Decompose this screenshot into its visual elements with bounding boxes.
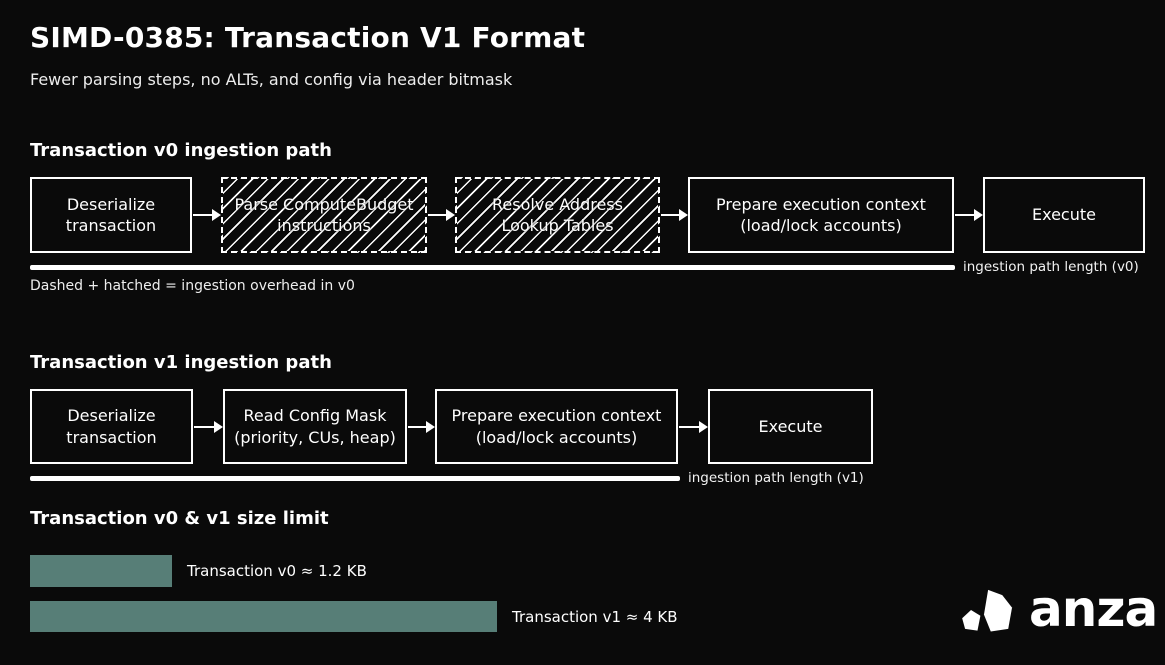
flow-step-label: Prepare execution context (load/lock acc… bbox=[451, 406, 662, 447]
v0-step-parse-computebudget: Parse ComputeBudget instructions bbox=[221, 177, 427, 253]
flow-arrow-icon bbox=[193, 389, 223, 464]
v0-step-execute: Execute bbox=[983, 177, 1145, 253]
v1-section-heading: Transaction v1 ingestion path bbox=[30, 352, 332, 373]
page-title: SIMD-0385: Transaction V1 Format bbox=[30, 21, 586, 54]
v0-flow-row: Deserialize transaction Parse ComputeBud… bbox=[30, 177, 1145, 253]
flow-step-label: Deserialize transaction bbox=[66, 406, 157, 447]
flow-arrow-icon bbox=[427, 177, 455, 253]
v1-step-deserialize: Deserialize transaction bbox=[30, 389, 193, 464]
flow-step-label: Execute bbox=[1032, 205, 1096, 225]
flow-arrow-icon bbox=[192, 177, 221, 253]
v0-step-prepare-context: Prepare execution context (load/lock acc… bbox=[688, 177, 954, 253]
flow-arrow-icon bbox=[954, 177, 983, 253]
flow-step-label: Execute bbox=[758, 416, 823, 436]
v0-path-length-label: ingestion path length (v0) bbox=[963, 259, 1139, 275]
v1-step-execute: Execute bbox=[708, 389, 873, 464]
v1-step-prepare-context: Prepare execution context (load/lock acc… bbox=[435, 389, 678, 464]
v0-path-length-ruler bbox=[30, 265, 955, 270]
v1-size-bar bbox=[30, 601, 497, 632]
flow-arrow-icon bbox=[407, 389, 435, 464]
anza-logo: anza bbox=[958, 580, 1158, 640]
v0-step-deserialize: Deserialize transaction bbox=[30, 177, 192, 253]
flow-step-label: Prepare execution context (load/lock acc… bbox=[716, 194, 926, 235]
flow-step-label: Resolve Address Lookup Tables bbox=[492, 194, 623, 235]
v1-path-length-label: ingestion path length (v1) bbox=[688, 470, 864, 486]
size-section-heading: Transaction v0 & v1 size limit bbox=[30, 508, 329, 529]
v1-step-read-config-mask: Read Config Mask (priority, CUs, heap) bbox=[223, 389, 407, 464]
v1-path-length-ruler bbox=[30, 476, 680, 481]
v1-size-bar-label: Transaction v1 ≈ 4 KB bbox=[512, 608, 678, 626]
anza-wordmark: anza bbox=[1029, 580, 1158, 638]
v0-size-bar bbox=[30, 555, 172, 587]
v0-section-heading: Transaction v0 ingestion path bbox=[30, 140, 332, 161]
flow-step-label: Deserialize transaction bbox=[65, 194, 157, 235]
flow-step-label: Parse ComputeBudget instructions bbox=[234, 194, 414, 235]
page-subtitle: Fewer parsing steps, no ALTs, and config… bbox=[30, 70, 513, 89]
v0-step-resolve-alt: Resolve Address Lookup Tables bbox=[455, 177, 660, 253]
v0-size-bar-label: Transaction v0 ≈ 1.2 KB bbox=[187, 562, 367, 580]
flow-step-label: Read Config Mask (priority, CUs, heap) bbox=[234, 406, 396, 447]
v1-flow-row: Deserialize transaction Read Config Mask… bbox=[30, 389, 873, 464]
anza-logo-icon bbox=[962, 589, 1013, 632]
flow-arrow-icon bbox=[678, 389, 708, 464]
overhead-legend-note: Dashed + hatched = ingestion overhead in… bbox=[30, 278, 355, 294]
flow-arrow-icon bbox=[660, 177, 688, 253]
